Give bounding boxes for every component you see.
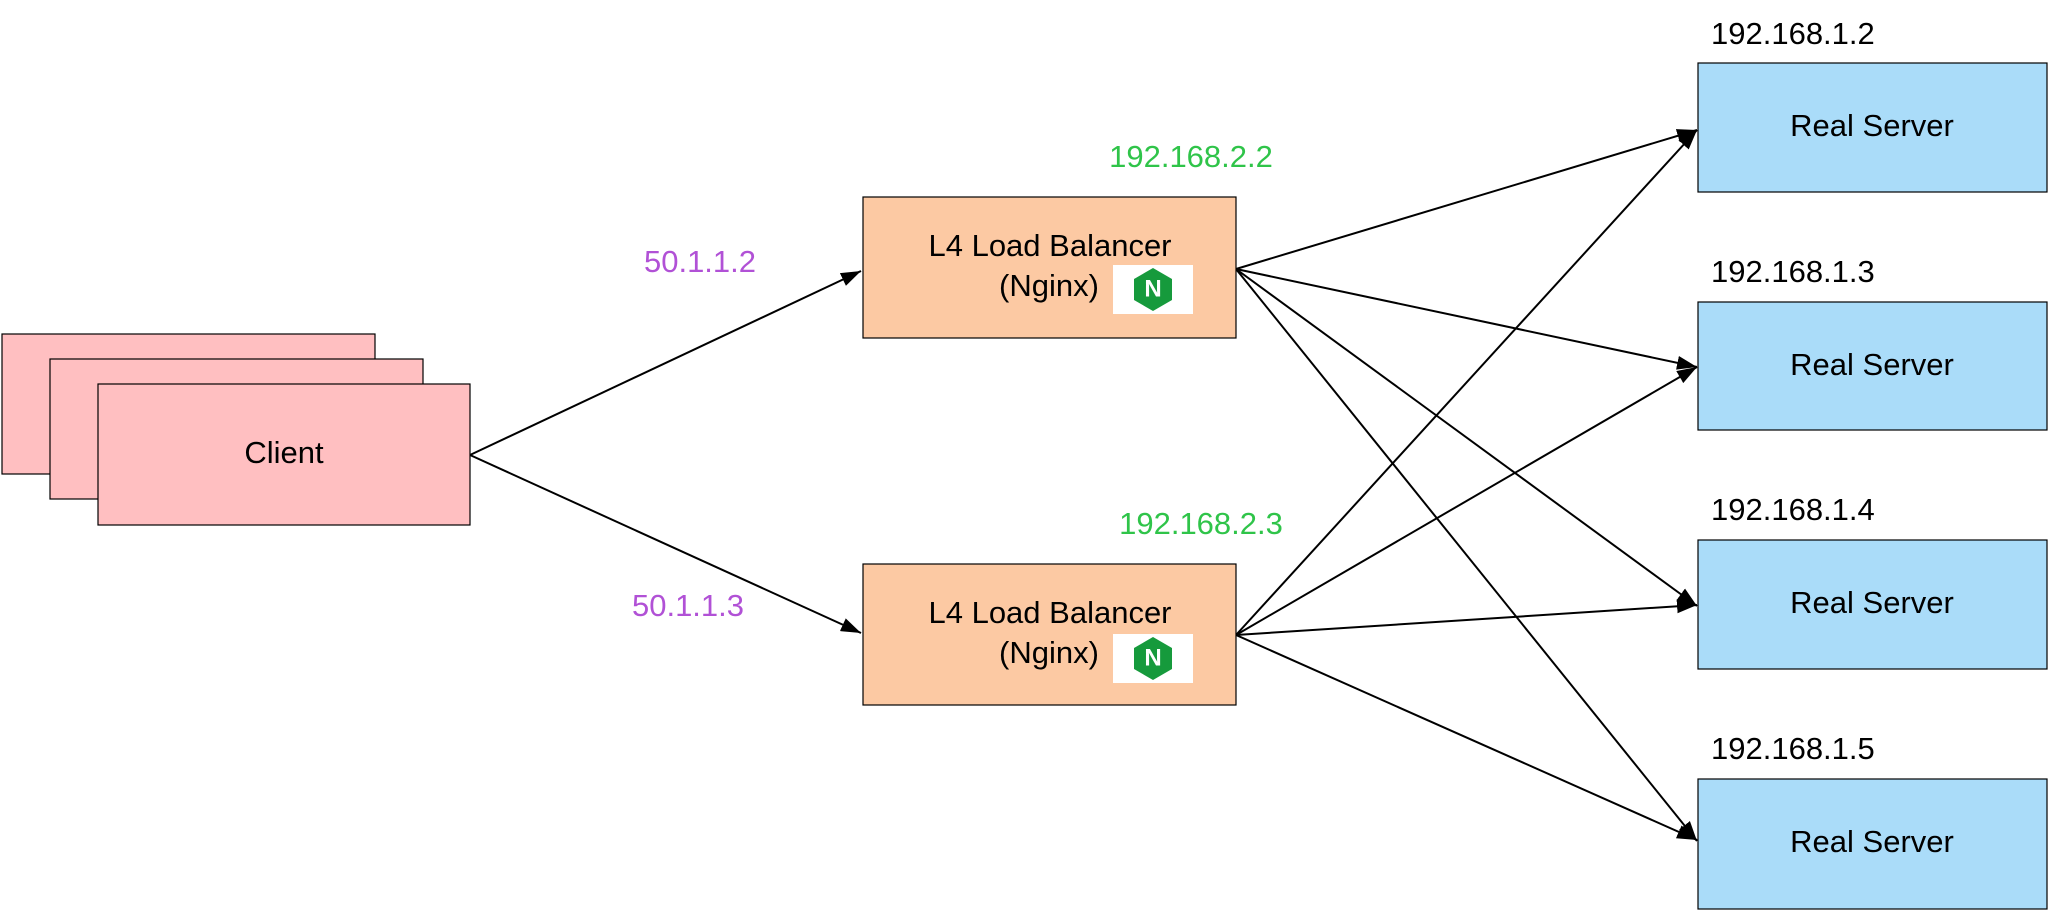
edge-lb2-to-server1 (1235, 129, 1698, 636)
real-server-3[interactable]: 192.168.1.4 Real Server (1697, 492, 2048, 670)
server4-ip-label: 192.168.1.5 (1711, 731, 1875, 766)
server1-label: Real Server (1790, 108, 1954, 143)
edge-lb2-to-server4 (1235, 634, 1698, 841)
server3-box (1697, 539, 2048, 670)
server2-ip-label: 192.168.1.3 (1711, 254, 1875, 289)
client-card-front (97, 383, 471, 526)
lb1-ip-label: 192.168.2.2 (1109, 139, 1273, 174)
server4-box (1697, 778, 2048, 910)
edge-lb1-to-server1 (1235, 129, 1698, 270)
edge-lb1-to-server3 (1235, 268, 1698, 607)
public-ip-label-1: 50.1.1.2 (644, 244, 756, 279)
connection-lines (469, 129, 1698, 842)
client-label: Client (244, 435, 324, 470)
edge-lb2-to-server3 (1235, 599, 1698, 636)
lb2-ip-label: 192.168.2.3 (1119, 506, 1283, 541)
server2-label: Real Server (1790, 347, 1954, 382)
server3-label: Real Server (1790, 585, 1954, 620)
server4-label: Real Server (1790, 824, 1954, 859)
edge-lb2-to-server2 (1235, 366, 1698, 636)
load-balancer-1[interactable]: 192.168.2.2 L4 Load Balancer (Nginx) N (862, 139, 1273, 339)
client-stack[interactable]: Client (1, 333, 471, 526)
edge-lb1-to-server2 (1235, 268, 1698, 370)
nginx-logo-icon: N (1113, 265, 1193, 314)
real-server-4[interactable]: 192.168.1.5 Real Server (1697, 731, 2048, 910)
server1-box (1697, 62, 2048, 193)
nginx-logo-letter: N (1144, 275, 1161, 302)
edge-client-to-lb2 (469, 454, 862, 634)
edge-lb1-to-server4 (1235, 268, 1698, 842)
lb1-subtitle: (Nginx) (999, 268, 1099, 303)
lb1-title: L4 Load Balancer (928, 228, 1171, 263)
server3-ip-label: 192.168.1.4 (1711, 492, 1875, 527)
server1-ip-label: 192.168.1.2 (1711, 16, 1875, 51)
lb2-title: L4 Load Balancer (928, 595, 1171, 630)
lb2-subtitle: (Nginx) (999, 635, 1099, 670)
nginx-logo-icon: N (1113, 634, 1193, 683)
public-ip-label-2: 50.1.1.3 (632, 588, 744, 623)
real-server-2[interactable]: 192.168.1.3 Real Server (1697, 254, 2048, 431)
load-balancer-2[interactable]: 192.168.2.3 L4 Load Balancer (Nginx) N (862, 506, 1283, 706)
server2-box (1697, 301, 2048, 431)
edge-client-to-lb1 (469, 270, 862, 456)
nginx-logo-letter: N (1144, 644, 1161, 671)
real-server-1[interactable]: 192.168.1.2 Real Server (1697, 16, 2048, 193)
